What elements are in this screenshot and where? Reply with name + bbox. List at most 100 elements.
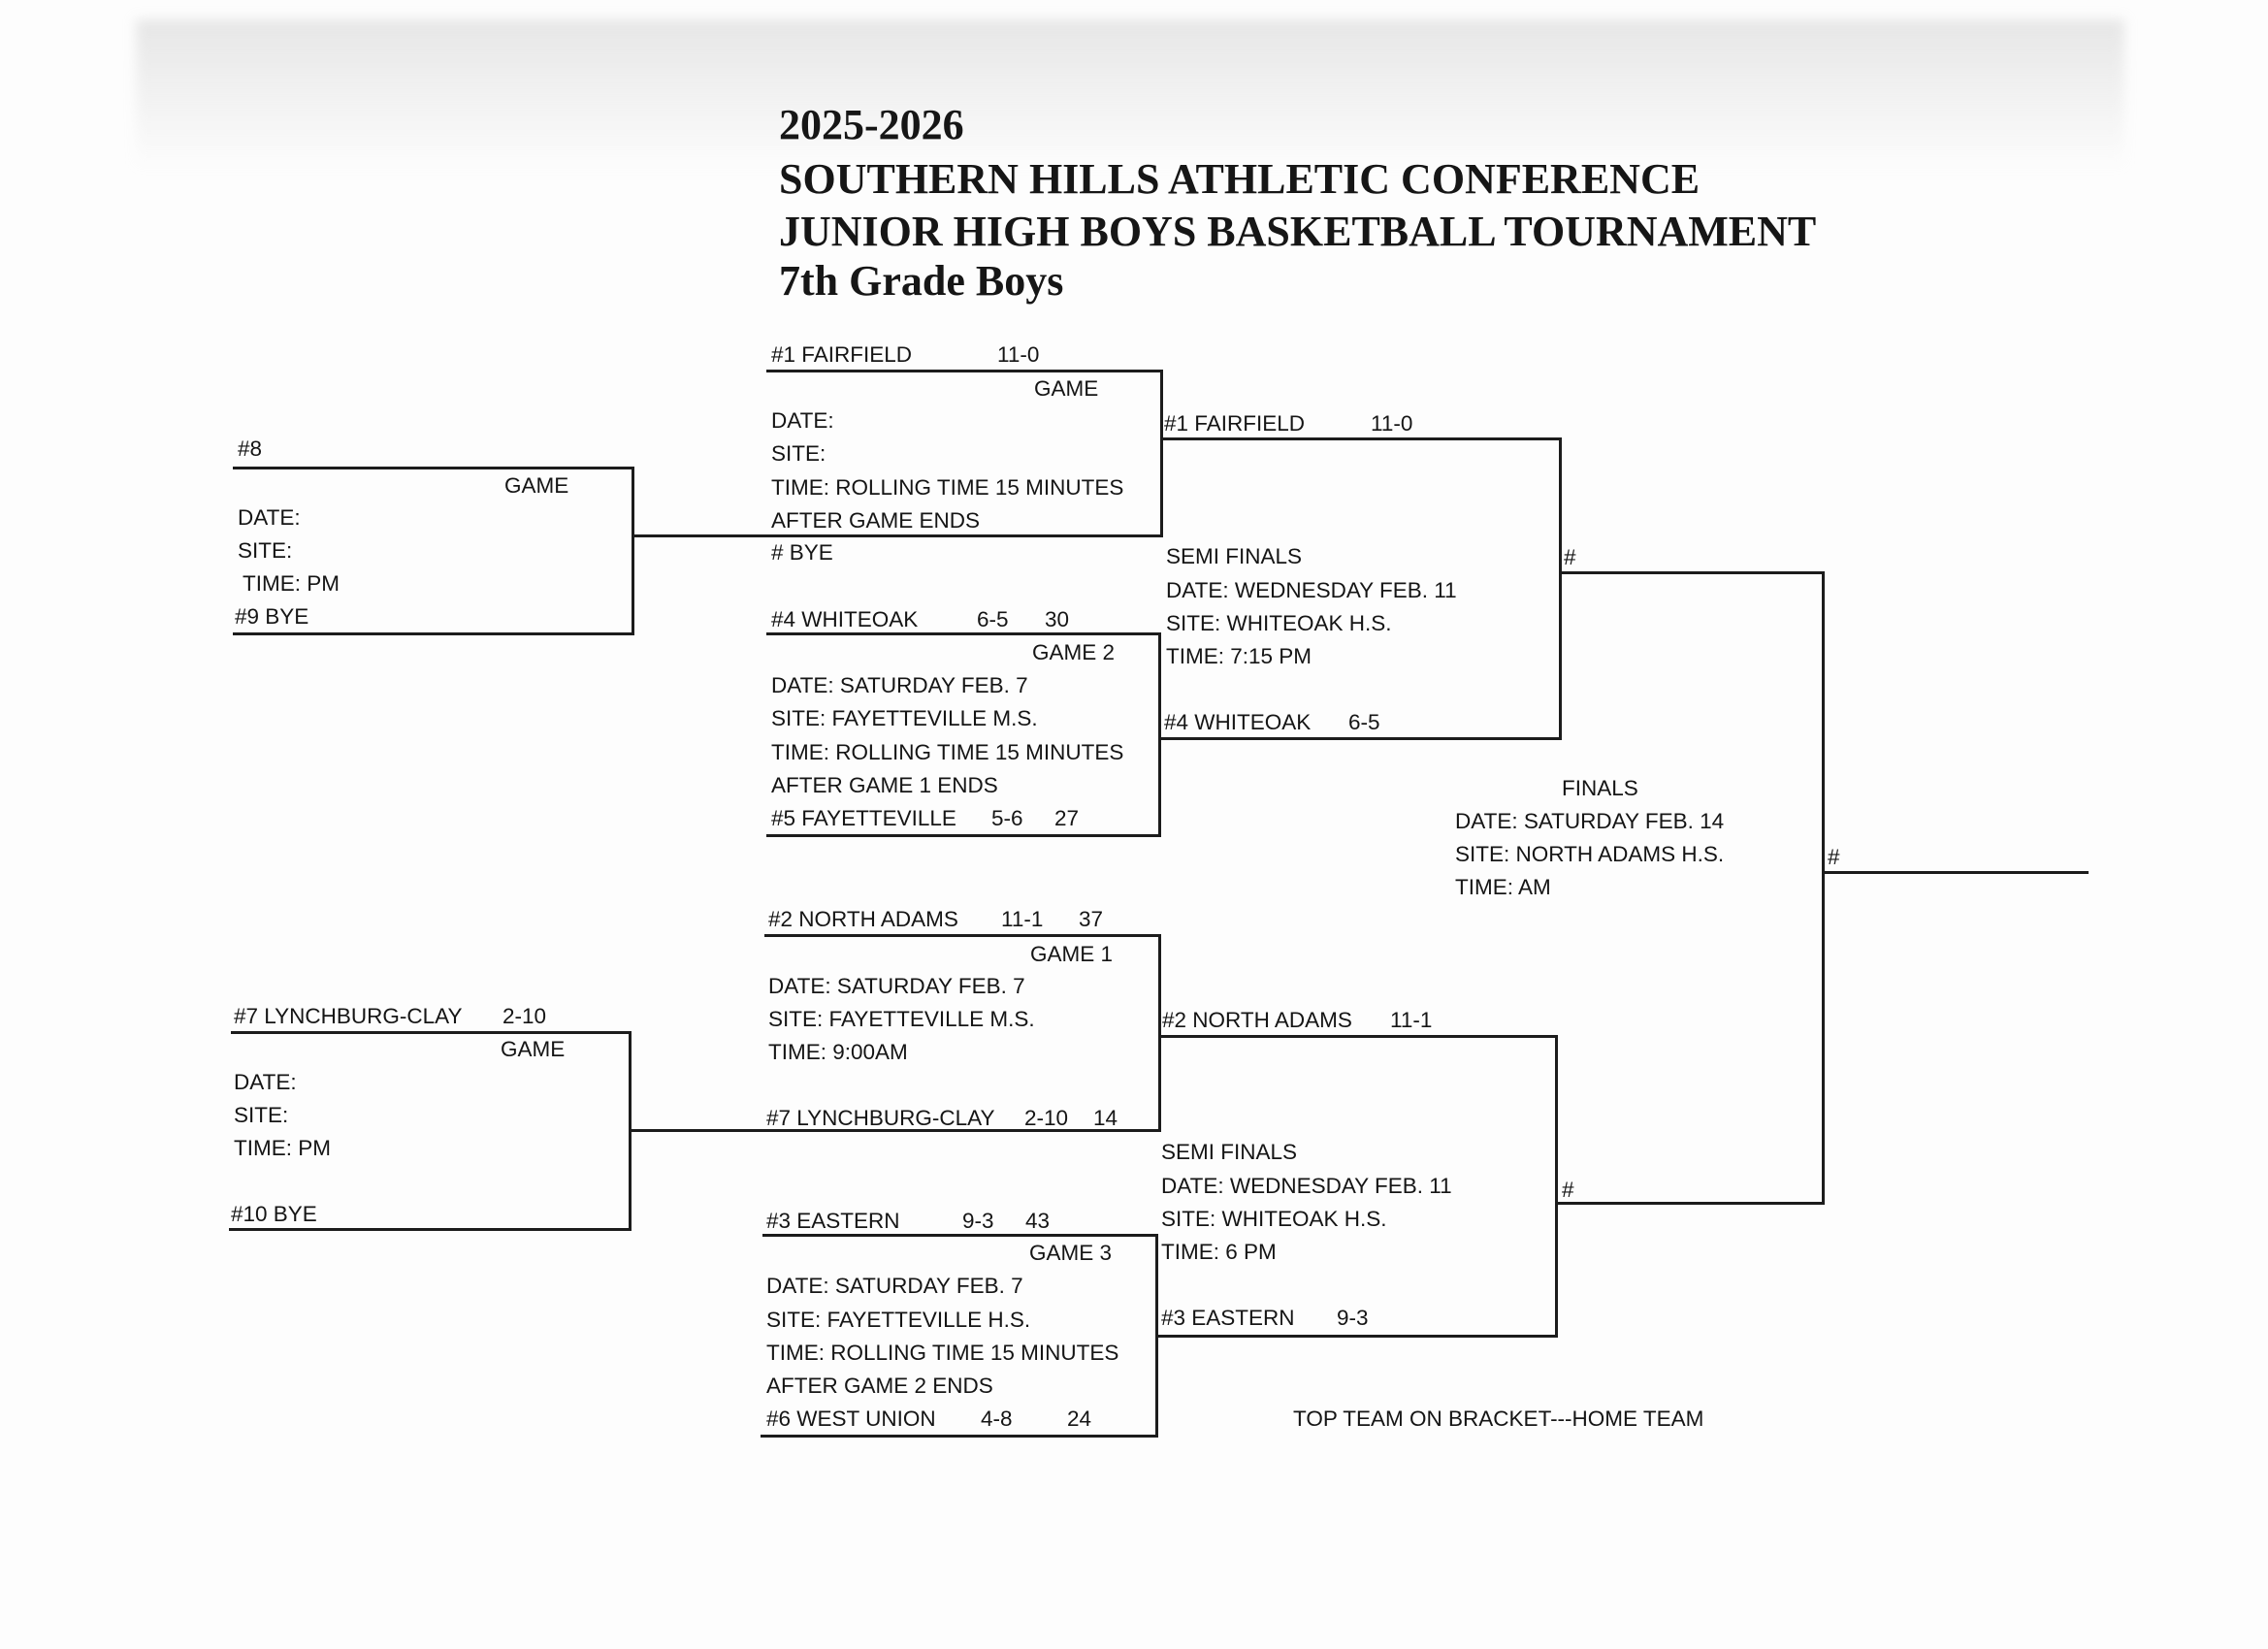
bracket-line [766,632,1161,635]
bracket-line [1555,1202,1825,1205]
bracket-connector [1555,1035,1558,1338]
game-date: DATE: SATURDAY FEB. 7 [766,1274,1023,1298]
team-record: 11-1 [1001,907,1044,931]
finals-site: SITE: NORTH ADAMS H.S. [1455,842,1725,866]
game-time: TIME: PM [243,571,340,596]
team-lynchburg-clay: #7 LYNCHBURG-CLAY [766,1106,995,1130]
game-label: GAME 2 [1032,640,1116,664]
seed-10-bye: #10 BYE [231,1202,317,1226]
bracket-line [231,1031,632,1034]
finals-label: FINALS [1562,776,1638,800]
bracket-connector [632,467,634,635]
finals-time: TIME: AM [1455,875,1551,899]
bracket-line [766,370,1163,372]
bracket-connector [1822,571,1825,1205]
scan-artifact [136,19,2124,165]
semifinal-time: TIME: 7:15 PM [1166,644,1312,668]
game-label: GAME [504,473,569,498]
bracket-connector [1559,437,1562,740]
team-record: 11-0 [997,342,1040,367]
team-fairfield: #1 FAIRFIELD [771,342,913,367]
game-time: TIME: 9:00AM [768,1040,908,1064]
team-north-adams: #2 NORTH ADAMS [768,907,958,931]
bracket-line [763,1129,1161,1132]
team-whiteoak: #4 WHITEOAK [771,607,919,631]
semifinal-label: SEMI FINALS [1166,544,1303,568]
team-record: 11-1 [1390,1008,1433,1032]
semifinal-date: DATE: WEDNESDAY FEB. 11 [1161,1174,1452,1198]
bracket-connector [1158,632,1161,837]
bracket-line [1161,1035,1558,1038]
bracket-line [1559,571,1825,574]
game-date: DATE: SATURDAY FEB. 7 [771,673,1028,697]
bracket-connector [1158,934,1161,1132]
bracket-line [761,1435,1158,1438]
game-site: SITE: FAYETTEVILLE M.S. [768,1007,1035,1031]
finalist-bottom: # [1562,1178,1574,1202]
team-score: 24 [1067,1406,1092,1431]
bracket-line [766,834,1161,837]
team-fairfield: #1 FAIRFIELD [1164,411,1306,436]
team-record: 6-5 [977,607,1009,631]
team-score: 27 [1054,806,1080,830]
tournament-title: JUNIOR HIGH BOYS BASKETBALL TOURNAMENT [779,208,1817,255]
team-eastern: #3 EASTERN [766,1209,900,1233]
seed-9-bye: #9 BYE [235,604,309,629]
semifinal-site: SITE: WHITEOAK H.S. [1161,1207,1387,1231]
game-time: TIME: ROLLING TIME 15 MINUTES [771,740,1124,764]
game-site: SITE: [234,1103,289,1127]
game-date: DATE: SATURDAY FEB. 7 [768,974,1025,998]
game-date: DATE: [238,505,301,530]
semifinal-date: DATE: WEDNESDAY FEB. 11 [1166,578,1457,602]
game-label: GAME [1034,376,1099,401]
champion-line [1822,871,2089,874]
bracket-connector [1160,370,1163,537]
team-record: 9-3 [1337,1306,1369,1330]
bracket-line [229,1228,632,1231]
team-record: 6-5 [1348,710,1380,734]
team-record: 9-3 [962,1209,994,1233]
game-time: TIME: ROLLING TIME 15 MINUTES [771,475,1124,500]
game-note: AFTER GAME ENDS [771,508,981,533]
game-note: AFTER GAME 1 ENDS [771,773,998,797]
bracket-advance-line [629,1129,763,1132]
game-time: TIME: ROLLING TIME 15 MINUTES [766,1341,1119,1365]
team-score: 14 [1093,1106,1118,1130]
game-label: GAME 1 [1030,942,1114,966]
game-site: SITE: [238,538,293,563]
finalist-top: # [1564,545,1576,569]
team-record: 2-10 [1024,1106,1069,1130]
bracket-line [762,1234,1158,1237]
game-date: DATE: [234,1070,297,1094]
team-west-union: #6 WEST UNION [766,1406,936,1431]
team-lynchburg-clay: #7 LYNCHBURG-CLAY [234,1004,463,1028]
team-eastern: #3 EASTERN [1161,1306,1295,1330]
bracket-line [1161,737,1562,740]
game-date: DATE: [771,408,834,433]
game-site: SITE: FAYETTEVILLE M.S. [771,706,1038,730]
game-site: SITE: [771,441,826,466]
game-note: AFTER GAME 2 ENDS [766,1374,993,1398]
team-fayetteville: #5 FAYETTEVILLE [771,806,956,830]
semifinal-time: TIME: 6 PM [1161,1240,1277,1264]
footer-note: TOP TEAM ON BRACKET---HOME TEAM [1293,1406,1704,1431]
champion-slot: # [1828,845,1840,869]
game-label: GAME 3 [1029,1241,1113,1265]
team-record: 5-6 [991,806,1023,830]
team-record: 4-8 [981,1406,1013,1431]
season-title: 2025-2026 [779,101,964,148]
semifinal-site: SITE: WHITEOAK H.S. [1166,611,1392,635]
game-label: GAME [501,1037,566,1061]
finals-date: DATE: SATURDAY FEB. 14 [1455,809,1725,833]
bracket-line [766,534,1163,537]
team-record: 2-10 [502,1004,547,1028]
division-title: 7th Grade Boys [779,257,1064,305]
game-site: SITE: FAYETTEVILLE H.S. [766,1308,1031,1332]
bracket-advance-line [632,534,766,537]
seed-8: #8 [238,436,263,461]
team-score: 37 [1079,907,1104,931]
bracket-line [233,467,634,469]
team-bye: # BYE [771,540,833,565]
bracket-line [764,934,1161,937]
semifinal-label: SEMI FINALS [1161,1140,1298,1164]
